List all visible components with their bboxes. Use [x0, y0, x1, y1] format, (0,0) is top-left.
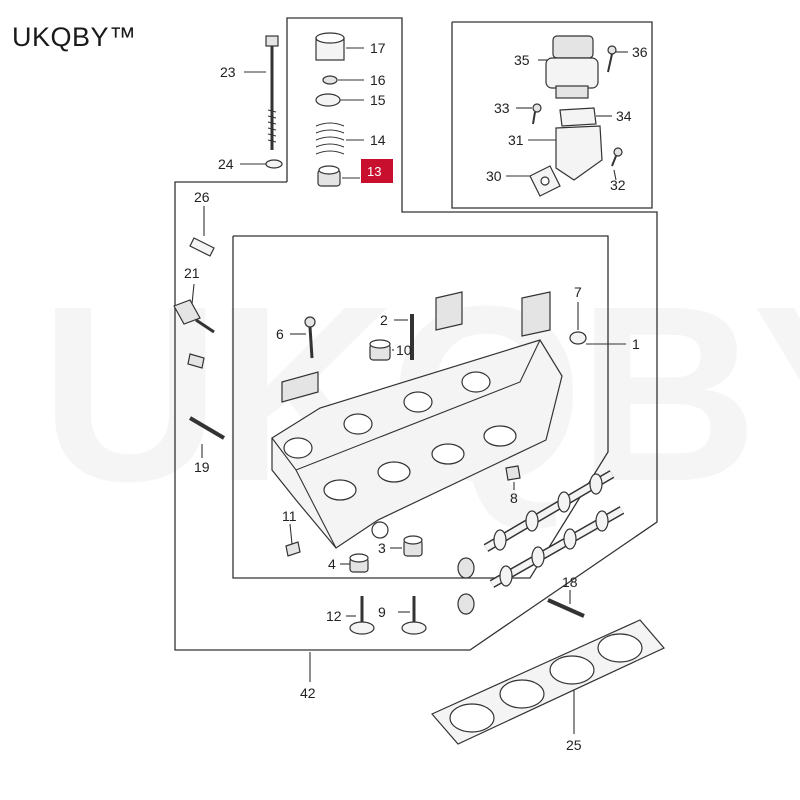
cylinder-head-part: [271, 291, 563, 549]
assembly-frame-outer: [174, 17, 658, 651]
callout-42: 42: [300, 685, 316, 701]
callout-4: 4: [328, 556, 336, 572]
bolt-6-part: [304, 316, 316, 359]
plug-8-part: [505, 465, 521, 481]
callout-6: 6: [276, 326, 284, 342]
valve-guide-3-part: [403, 535, 423, 557]
egr-bolt-32-part: [611, 147, 623, 167]
callout-8: 8: [510, 490, 518, 506]
callout-32: 32: [610, 177, 626, 193]
camshaft-exhaust-part: [489, 506, 625, 588]
callout-18: 18: [562, 574, 578, 590]
callout-16: 16: [370, 72, 386, 88]
callout-10: 11: [282, 508, 297, 524]
valve-stem-seal-part: [317, 165, 341, 187]
brand-logo-text: UKQBY™: [12, 22, 137, 52]
egr-frame: [451, 21, 653, 209]
callout-23: 23: [220, 64, 236, 80]
callout-25: 25: [566, 737, 582, 753]
dowel-pin-26-part: [189, 237, 215, 257]
callout-34: 34: [616, 108, 632, 124]
callout-12: 12: [326, 608, 342, 624]
callout-labels: 23 24 17 16 15 14 13 35 36 33 34 31 32 3…: [184, 40, 648, 753]
egr-gasket-34-part: [559, 107, 597, 127]
oil-seal-lower-part: [457, 593, 475, 615]
egr-adapter-31-part: [555, 125, 603, 181]
valve-keeper-part: [322, 75, 338, 85]
callout-36: 36: [632, 44, 648, 60]
plug-part: [187, 353, 205, 369]
oil-seal-upper-part: [457, 557, 475, 579]
callout-11: 9: [378, 604, 386, 620]
egr-gasket-30-part: [529, 165, 561, 197]
callout-33: 33: [494, 100, 510, 116]
callout-35: 35: [514, 52, 530, 68]
valve-spring-part: [315, 122, 345, 155]
camshaft-intake-part: [483, 470, 615, 552]
callout-26: 26: [194, 189, 210, 205]
washer-part: [265, 159, 283, 169]
callout-30: 30: [486, 168, 502, 184]
head-gasket-25-part: [431, 619, 665, 745]
callout-13-highlighted[interactable]: 13: [361, 159, 393, 183]
callout-17: 17: [370, 40, 386, 56]
stud-10-part: [285, 541, 301, 557]
stud-18-part: [547, 598, 585, 618]
callout-24: 24: [218, 156, 234, 172]
egr-valve-part: [545, 35, 599, 99]
valve-seat-4-part: [349, 553, 369, 573]
callout-31: 31: [508, 132, 524, 148]
callout-15: 15: [370, 92, 386, 108]
temperature-sensor-21-part: [173, 299, 215, 334]
cap-9-part: [369, 339, 391, 361]
intake-valve-12-part: [349, 596, 375, 635]
callout-7: 7: [574, 284, 582, 300]
egr-bolt-33-part: [532, 103, 542, 125]
leader-lines: [191, 47, 628, 734]
callout-9: 10: [396, 342, 412, 358]
stud-19-part: [188, 416, 226, 440]
callout-1: 1: [632, 336, 640, 352]
plug-7-part: [569, 331, 587, 345]
exhaust-valve-11-part: [401, 596, 427, 635]
callout-3: 3: [378, 540, 386, 556]
callout-19: 19: [194, 459, 210, 475]
callout-21: 21: [184, 265, 200, 281]
valve-tappet-part: [315, 32, 345, 61]
callout-13-label: 13: [367, 164, 381, 179]
callout-2: 2: [380, 312, 388, 328]
egr-bolt-36-part: [607, 45, 617, 73]
assembly-frame-inner: [232, 235, 609, 579]
spring-retainer-part: [315, 93, 341, 107]
callout-14: 14: [370, 132, 386, 148]
head-bolt-part: [265, 35, 279, 150]
